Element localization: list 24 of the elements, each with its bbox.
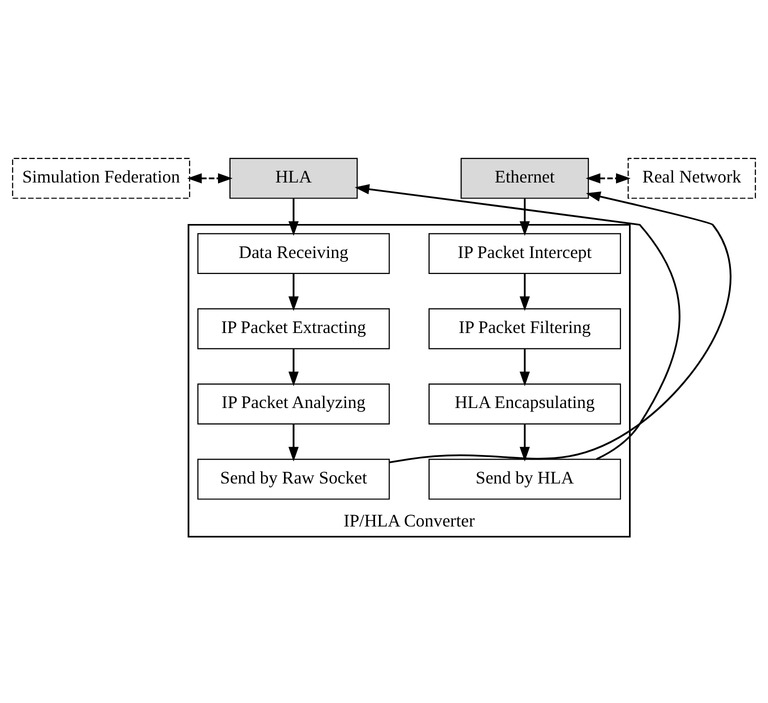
arrow: [520, 273, 530, 311]
arrow: [288, 198, 299, 236]
arrow: [288, 424, 299, 461]
node-box: HLA Encapsulating: [428, 383, 621, 424]
node-box: Send by HLA: [428, 458, 621, 500]
node-box: Data Receiving: [197, 232, 390, 274]
node-box: IP Packet Intercept: [428, 232, 621, 274]
node-box: IP Packet Analyzing: [197, 383, 390, 424]
arrow: [187, 172, 233, 183]
arrow: [288, 273, 299, 311]
arrow: [520, 198, 530, 236]
arrow: [520, 424, 530, 461]
node-box: Simulation Federation: [12, 157, 190, 198]
node-box: IP Packet Extracting: [197, 308, 390, 349]
arrow: [520, 348, 530, 386]
arrow: [389, 191, 732, 463]
arrow: [354, 184, 680, 460]
arrow: [586, 172, 631, 183]
arrow: [288, 348, 299, 386]
node-box: IP Packet Filtering: [428, 308, 621, 349]
node-box: HLA: [229, 157, 358, 198]
node-box: Send by Raw Socket: [197, 458, 390, 500]
node-box: Real Network: [628, 157, 756, 198]
node-box: Ethernet: [460, 157, 589, 198]
